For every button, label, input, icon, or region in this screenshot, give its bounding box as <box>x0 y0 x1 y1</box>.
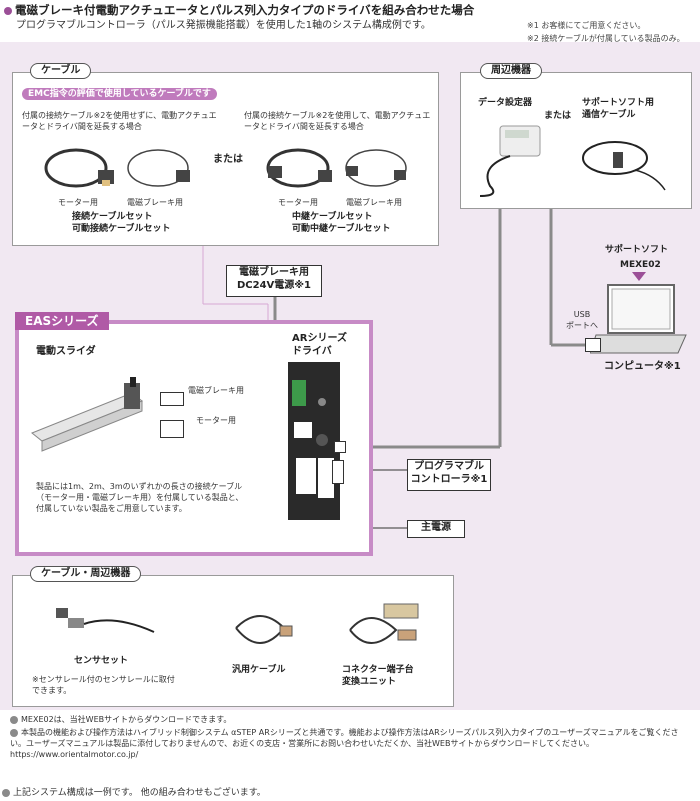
footnote-bullet-icon <box>10 728 18 737</box>
support-cable-label: サポートソフト用 通信ケーブル <box>582 98 655 120</box>
left-cable-set: 接続ケーブルセット 可動接続ケーブルセット <box>72 212 171 234</box>
footnote-1: MEXE02は、当社WEBサイトからダウンロードできます。 <box>10 714 231 725</box>
brake-cable-coil-icon <box>127 149 190 187</box>
right-brake-label: 電磁ブレーキ用 <box>346 198 402 207</box>
sensor-set-label: センサセット <box>74 656 129 666</box>
left-motor-label: モーター用 <box>58 198 98 207</box>
electric-slider-icon <box>31 377 143 452</box>
peripheral-or-text: または <box>544 111 572 121</box>
laptop-icon <box>590 284 687 354</box>
plc-box: プログラマブル コントローラ※1 <box>407 459 491 491</box>
brake-connector-icon <box>160 392 184 406</box>
note-2: ※2 接続ケーブルが付属している製品のみ。 <box>527 34 685 43</box>
usb-connector-icon <box>585 338 601 352</box>
cable-right-desc: 付属の接続ケーブル※2を使用して、電動アクチュエータとドライバ間を延長する場合 <box>244 111 431 131</box>
footnote-2: 本製品の機能および操作方法はハイブリッド制御システム αSTEP ARシリーズと… <box>10 728 679 759</box>
brake-power-supply: 電磁ブレーキ用 DC24V電源※1 <box>226 265 322 297</box>
usb-port-label: USB ポートへ <box>566 310 598 330</box>
cable-or-text: または <box>213 154 243 165</box>
sensor-note: ※センサレール付のセンサレールに取付できます。 <box>32 675 175 695</box>
peripheral-panel <box>460 72 692 209</box>
plc-connector-icon <box>332 460 344 484</box>
motor-line-label: モーター用 <box>196 416 236 425</box>
cables-peripherals-tag: ケーブル・周辺機器 <box>30 566 142 582</box>
general-cable-label: 汎用ケーブル <box>232 665 286 675</box>
right-cable-set: 中継ケーブルセット 可動中継ケーブルセット <box>292 212 391 234</box>
data-setter-label: データ設定器 <box>478 98 533 108</box>
general-cable-icon <box>235 615 293 644</box>
cable-left-desc: 付属の接続ケーブル※2を使用せずに、電動アクチュエータとドライバ間を延長する場合 <box>22 111 217 131</box>
support-soft-name: MEXE02 <box>620 260 661 270</box>
communication-cable-icon <box>582 141 666 191</box>
download-arrow-icon <box>632 272 646 281</box>
motor-connector-icon <box>160 420 184 438</box>
note-1: ※1 お客様にてご用意ください。 <box>527 21 646 30</box>
left-brake-label: 電磁ブレーキ用 <box>127 198 183 207</box>
computer-label: コンピュータ※1 <box>604 361 681 372</box>
footnote-bullet-icon <box>10 715 18 724</box>
cable-panel-tag: ケーブル <box>30 63 92 79</box>
page-subtitle: プログラマブルコントローラ（パルス発振機能搭載）を使用した1軸のシステム構成例で… <box>16 20 431 31</box>
terminal-block-label: コネクター端子台 変換ユニット <box>342 665 414 687</box>
cable-panel <box>12 72 439 246</box>
final-note: 上記システム構成は一例です。 他の組み合わせもございます。 <box>2 787 266 799</box>
driver-port-box <box>334 441 346 453</box>
eas-series-tag: EASシリーズ <box>15 312 109 330</box>
final-bullet-icon <box>2 788 10 797</box>
right-motor-label: モーター用 <box>278 198 318 207</box>
ar-driver-icon <box>288 362 340 520</box>
relay-motor-cable-coil-icon <box>266 148 332 188</box>
page-title: 電磁ブレーキ付電動アクチュエータとパルス列入力タイプのドライバを組み合わせた場合 <box>4 3 474 18</box>
sensor-set-icon <box>56 608 155 633</box>
terminal-block-icon <box>349 603 419 644</box>
driver-label: ARシリーズ ドライバ <box>292 333 347 357</box>
brake-line-label: 電磁ブレーキ用 <box>188 386 244 395</box>
motor-cable-coil-icon <box>44 148 114 188</box>
support-soft-label: サポートソフト <box>605 245 669 255</box>
title-bullet-icon <box>4 6 12 15</box>
data-setter-icon <box>479 125 541 197</box>
slider-label: 電動スライダ <box>36 346 96 357</box>
peripheral-panel-tag: 周辺機器 <box>480 63 542 79</box>
emc-label: EMC指令の評価で使用しているケーブルです <box>22 88 217 100</box>
relay-brake-cable-coil-icon <box>345 149 407 187</box>
eas-note: 製品には1m、2m、3mのいずれかの長さの接続ケーブル（モーター用・電磁ブレーキ… <box>36 482 244 513</box>
main-power-box: 主電源 <box>407 520 465 538</box>
